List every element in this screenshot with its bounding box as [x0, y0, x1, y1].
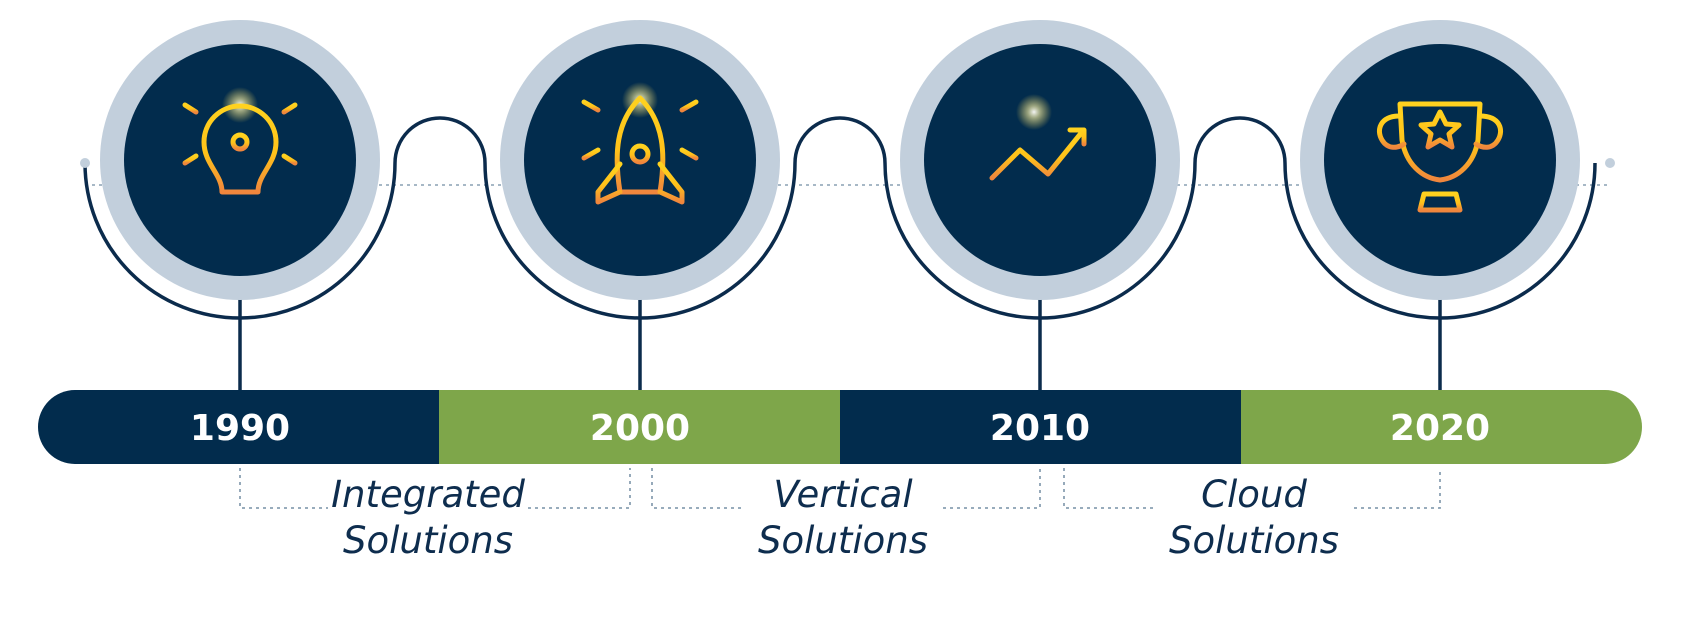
- era-brackets: [239, 468, 1441, 509]
- era-label-line2: Solutions: [757, 519, 928, 562]
- rocket-icon: [581, 82, 699, 213]
- year-bar: 1990 2000 2010 2020: [38, 390, 1642, 464]
- era-label-line2: Solutions: [1168, 519, 1339, 562]
- era-label-line1: Cloud: [1201, 473, 1307, 516]
- wave-end-dot-left: [80, 158, 90, 168]
- era-label-cloud-solutions: Cloud Solutions: [1124, 472, 1384, 564]
- connector-stems: [238, 270, 1442, 390]
- trophy-icon: [1376, 101, 1504, 219]
- year-label-2010: 2010: [990, 408, 1090, 449]
- milestone-icon-circle: [1324, 44, 1556, 276]
- era-label-line2: Solutions: [342, 519, 513, 562]
- wave-end-dot-right: [1605, 158, 1615, 168]
- lightbulb-icon: [173, 87, 307, 227]
- year-segment-1990: [38, 390, 440, 464]
- wave-connector: [83, 116, 1597, 320]
- era-bracket: [239, 468, 631, 509]
- year-label-2000: 2000: [590, 408, 690, 449]
- era-label-line1: Integrated: [331, 473, 525, 516]
- year-segment-2020: [1241, 390, 1642, 464]
- year-label-1990: 1990: [190, 408, 290, 449]
- era-label-vertical-solutions: Vertical Solutions: [713, 472, 973, 564]
- year-segment-2000: [439, 390, 841, 464]
- milestone-icon-circle: [924, 44, 1156, 276]
- year-segment-2010: [840, 390, 1242, 464]
- era-label-integrated-solutions: Integrated Solutions: [298, 472, 558, 564]
- era-bracket: [1063, 468, 1441, 509]
- era-label-line1: Vertical: [773, 473, 913, 516]
- growth-chart-icon: [982, 87, 1103, 208]
- milestone-rings: [100, 20, 1580, 300]
- year-label-2020: 2020: [1390, 408, 1490, 449]
- era-bracket: [651, 468, 1041, 509]
